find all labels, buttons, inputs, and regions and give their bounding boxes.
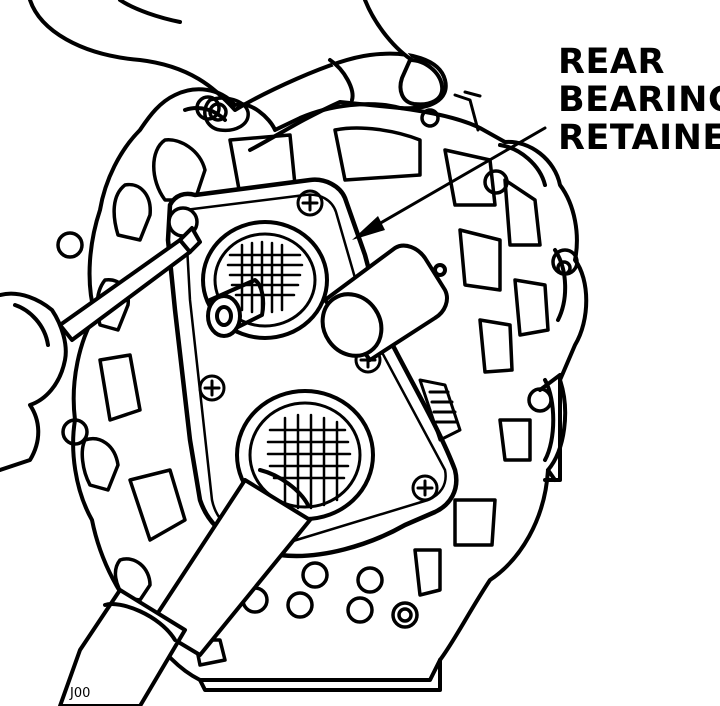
callout-label: REAR BEARING RETAINER xyxy=(558,42,720,158)
screwdriver xyxy=(58,226,202,342)
slide-hammer xyxy=(58,468,312,706)
callout-line-2: BEARING xyxy=(558,80,720,120)
callout-line-1: REAR xyxy=(558,42,665,82)
upper-hand xyxy=(28,0,448,152)
callout-arrow xyxy=(352,126,547,240)
gear-detail xyxy=(418,378,462,442)
upper-output-shaft xyxy=(201,220,329,340)
callout-line-3: RETAINER xyxy=(558,118,720,158)
pry-tool xyxy=(320,243,449,362)
left-hand xyxy=(0,291,68,472)
figure-code: J00 xyxy=(69,686,90,701)
case-edge-detail xyxy=(453,90,482,132)
